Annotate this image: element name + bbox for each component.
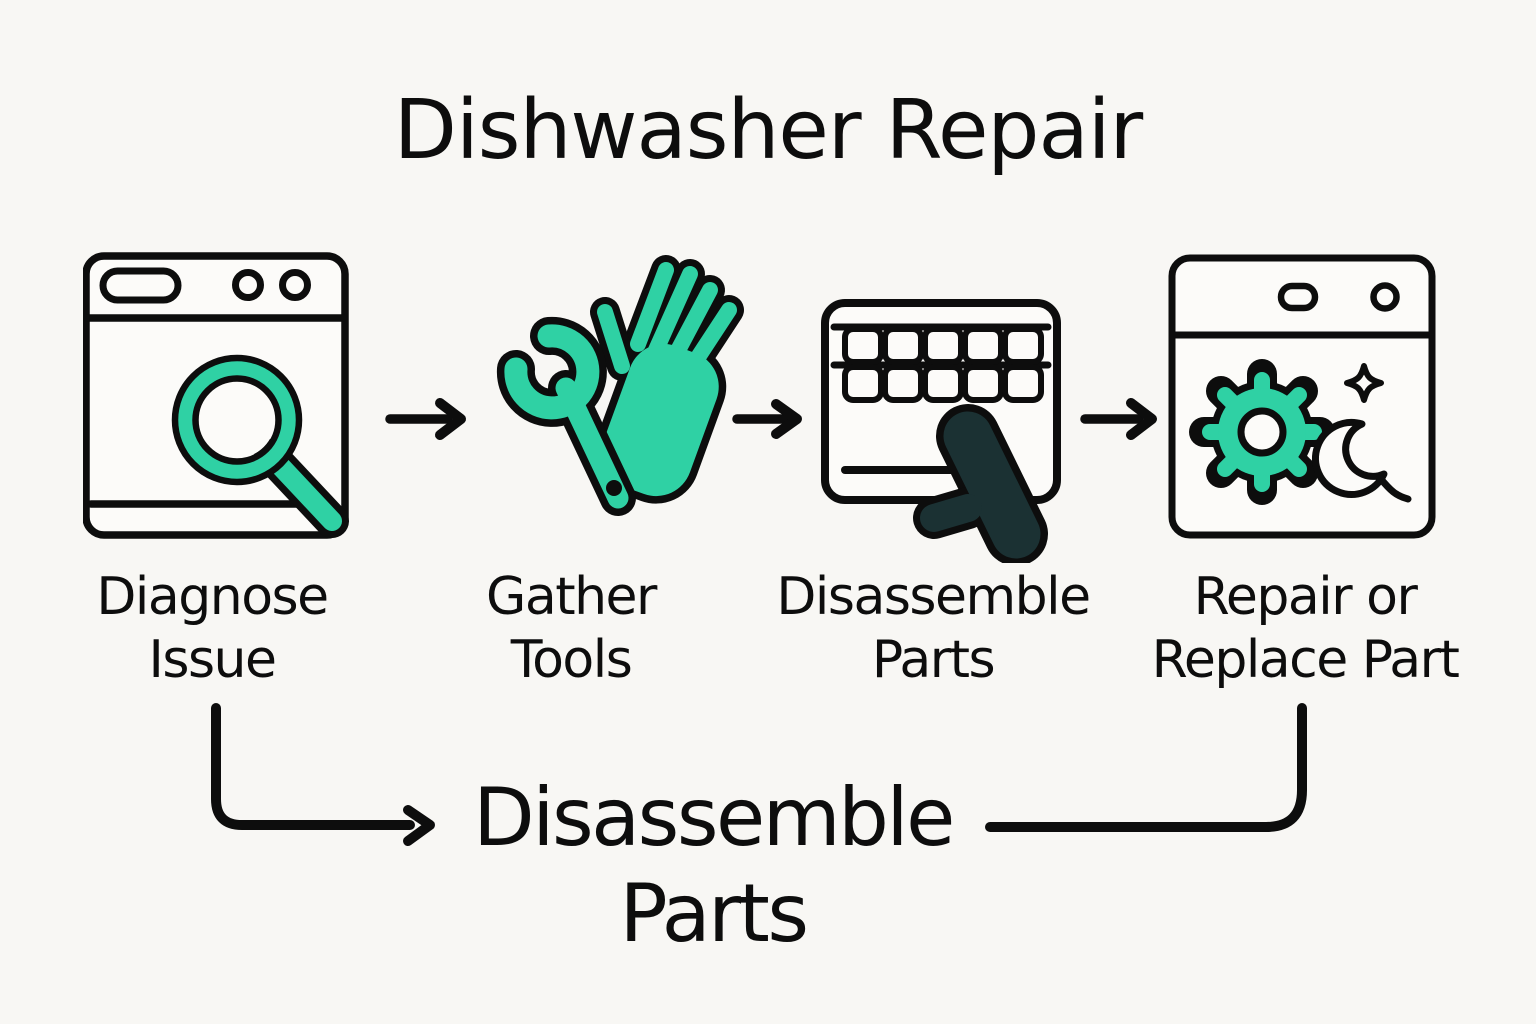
footer-label: Disassemble Parts xyxy=(413,770,1013,962)
wrench-glove-icon xyxy=(488,248,758,563)
flow-arrow-icon-3 xyxy=(1080,398,1157,440)
step-label-line: Repair or xyxy=(1193,567,1418,627)
step-label-line: Disassemble xyxy=(776,567,1091,627)
magnifier-icon xyxy=(171,354,349,538)
wrench-icon xyxy=(496,316,636,516)
footer-label-line: Disassemble xyxy=(473,771,955,864)
step-label-diagnose-issue: Diagnose Issue xyxy=(37,566,387,692)
step-label-repair-replace: Repair or Replace Part xyxy=(1130,566,1480,692)
elbow-connector-right xyxy=(985,703,1307,832)
rack-mitt-icon xyxy=(818,298,1068,563)
step-label-line: Parts xyxy=(871,630,996,690)
gear-icon xyxy=(1189,359,1335,505)
step-label-line: Gather xyxy=(486,567,657,627)
step-label-line: Tools xyxy=(510,630,633,690)
step-label-line: Issue xyxy=(148,630,277,690)
dishwasher-gear-sparkle-icon xyxy=(1168,252,1436,540)
elbow-arrow-left-icon xyxy=(211,703,435,846)
crescent-icon xyxy=(1312,418,1412,503)
sparkle-icon xyxy=(1344,363,1384,403)
page-title: Dishwasher Repair xyxy=(393,83,1143,178)
step-label-disassemble-parts: Disassemble Parts xyxy=(758,566,1108,692)
mitt-icon xyxy=(913,404,1048,563)
step-label-line: Replace Part xyxy=(1151,630,1460,690)
step-label-line: Diagnose xyxy=(96,567,329,627)
flow-arrow-icon-1 xyxy=(385,398,466,440)
dishwasher-magnifier-icon xyxy=(83,252,353,552)
dish-rack-icon xyxy=(830,323,1052,403)
step-label-gather-tools: Gather Tools xyxy=(396,566,746,692)
footer-label-line: Parts xyxy=(619,867,809,960)
